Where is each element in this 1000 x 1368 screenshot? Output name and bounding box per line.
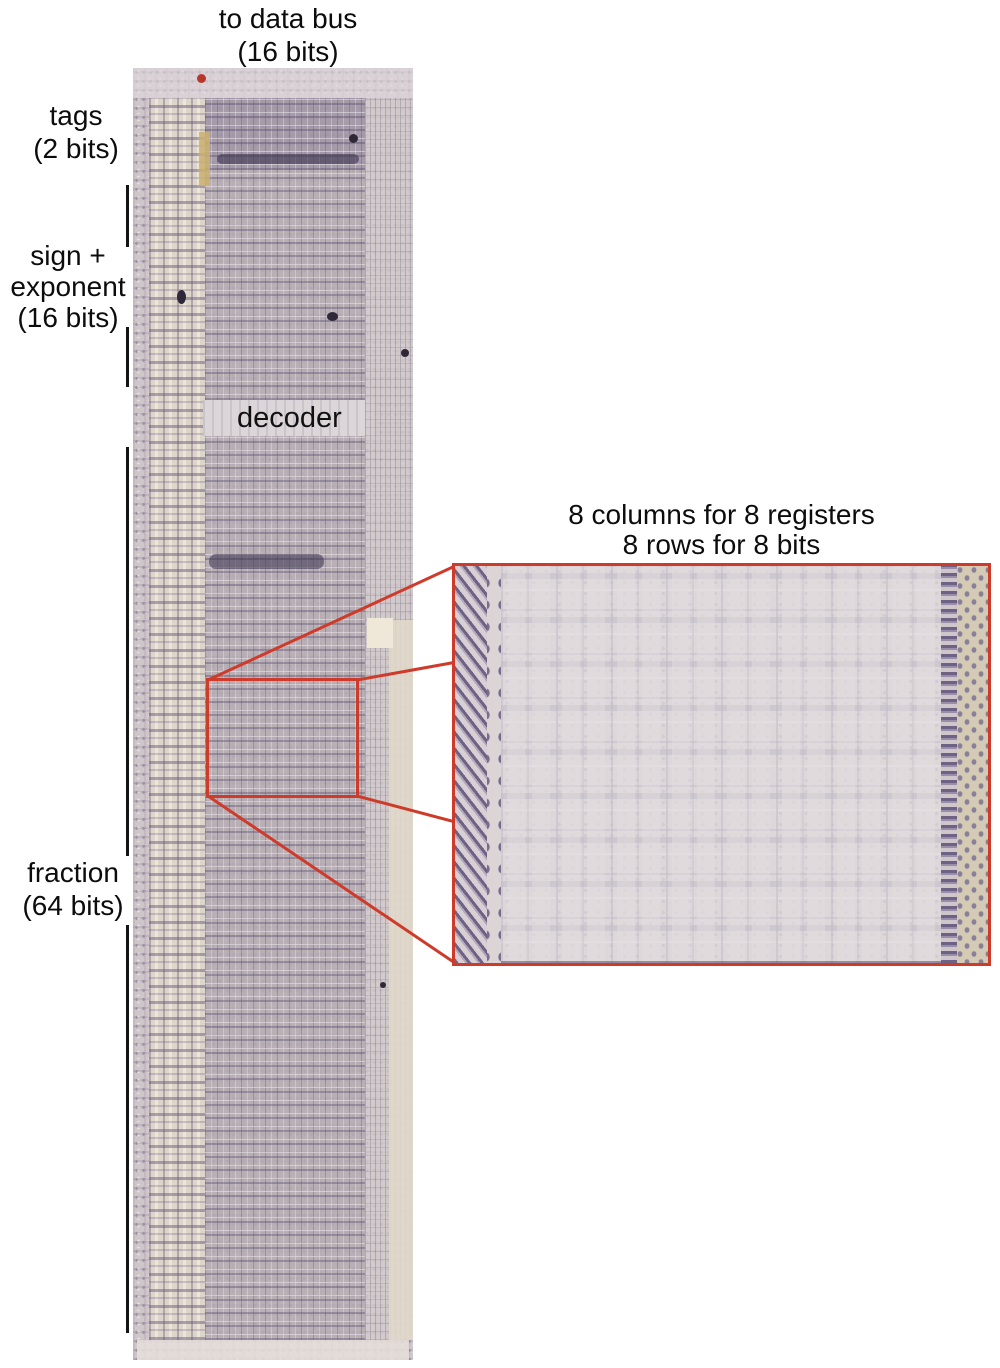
sign-exponent-bracket-upper — [126, 185, 129, 247]
inset-caption-line2: 8 rows for 8 bits — [622, 529, 821, 560]
inset-caption-line1: 8 columns for 8 registers — [568, 499, 875, 530]
inset-right-via-column — [957, 566, 988, 963]
sign-exponent-label-line3: (16 bits) — [17, 302, 119, 333]
sign-exponent-label-line1: sign + — [30, 240, 106, 271]
die-blemish — [401, 349, 409, 357]
inset-top-row-band — [501, 566, 941, 963]
data-bus-label-line2: (16 bits) — [237, 36, 339, 67]
die-fraction-array — [205, 436, 365, 1340]
die-photo: decoder — [133, 68, 413, 1360]
die-blemish — [327, 312, 338, 321]
fraction-label: fraction (64 bits) — [4, 856, 142, 922]
die-dark-row — [217, 154, 359, 164]
inset-driver-hatch-column — [455, 566, 487, 963]
data-bus-label: to data bus (16 bits) — [168, 2, 408, 68]
die-right-light-strip — [389, 620, 413, 1340]
tags-label-line2: (2 bits) — [33, 133, 119, 164]
fraction-bracket-upper — [126, 447, 129, 856]
sign-exponent-label-line2: exponent — [10, 271, 126, 302]
die-driver-column — [149, 98, 205, 1340]
zoom-region-outline — [206, 678, 359, 798]
inset-magnified-view — [452, 563, 991, 966]
tags-label-line1: tags — [49, 100, 103, 131]
die-top-bus-band — [133, 68, 413, 98]
sign-exponent-label: sign + exponent (16 bits) — [0, 240, 136, 333]
inset-caption: 8 columns for 8 registers 8 rows for 8 b… — [442, 500, 1000, 560]
die-dark-band — [209, 554, 324, 569]
inset-left-via-column — [487, 566, 501, 963]
data-bus-label-line1: to data bus — [218, 3, 358, 34]
fraction-label-line2: (64 bits) — [22, 890, 124, 921]
die-bottom-margin — [137, 1340, 409, 1360]
die-blemish — [349, 134, 358, 143]
die-exponent-array — [205, 170, 365, 400]
inset-right-meander-column — [941, 566, 957, 963]
fraction-label-line1: fraction — [27, 857, 119, 888]
die-yellow-strip — [199, 132, 210, 186]
die-blemish — [177, 290, 186, 304]
die-blemish — [380, 982, 386, 988]
die-red-speck — [197, 74, 206, 83]
sign-exponent-bracket-lower — [126, 327, 129, 387]
tags-label: tags (2 bits) — [6, 99, 146, 165]
die-light-patch — [367, 618, 393, 648]
fraction-bracket-lower — [126, 925, 129, 1333]
decoder-label: decoder — [237, 401, 342, 434]
die-decoder-band: decoder — [203, 400, 375, 436]
